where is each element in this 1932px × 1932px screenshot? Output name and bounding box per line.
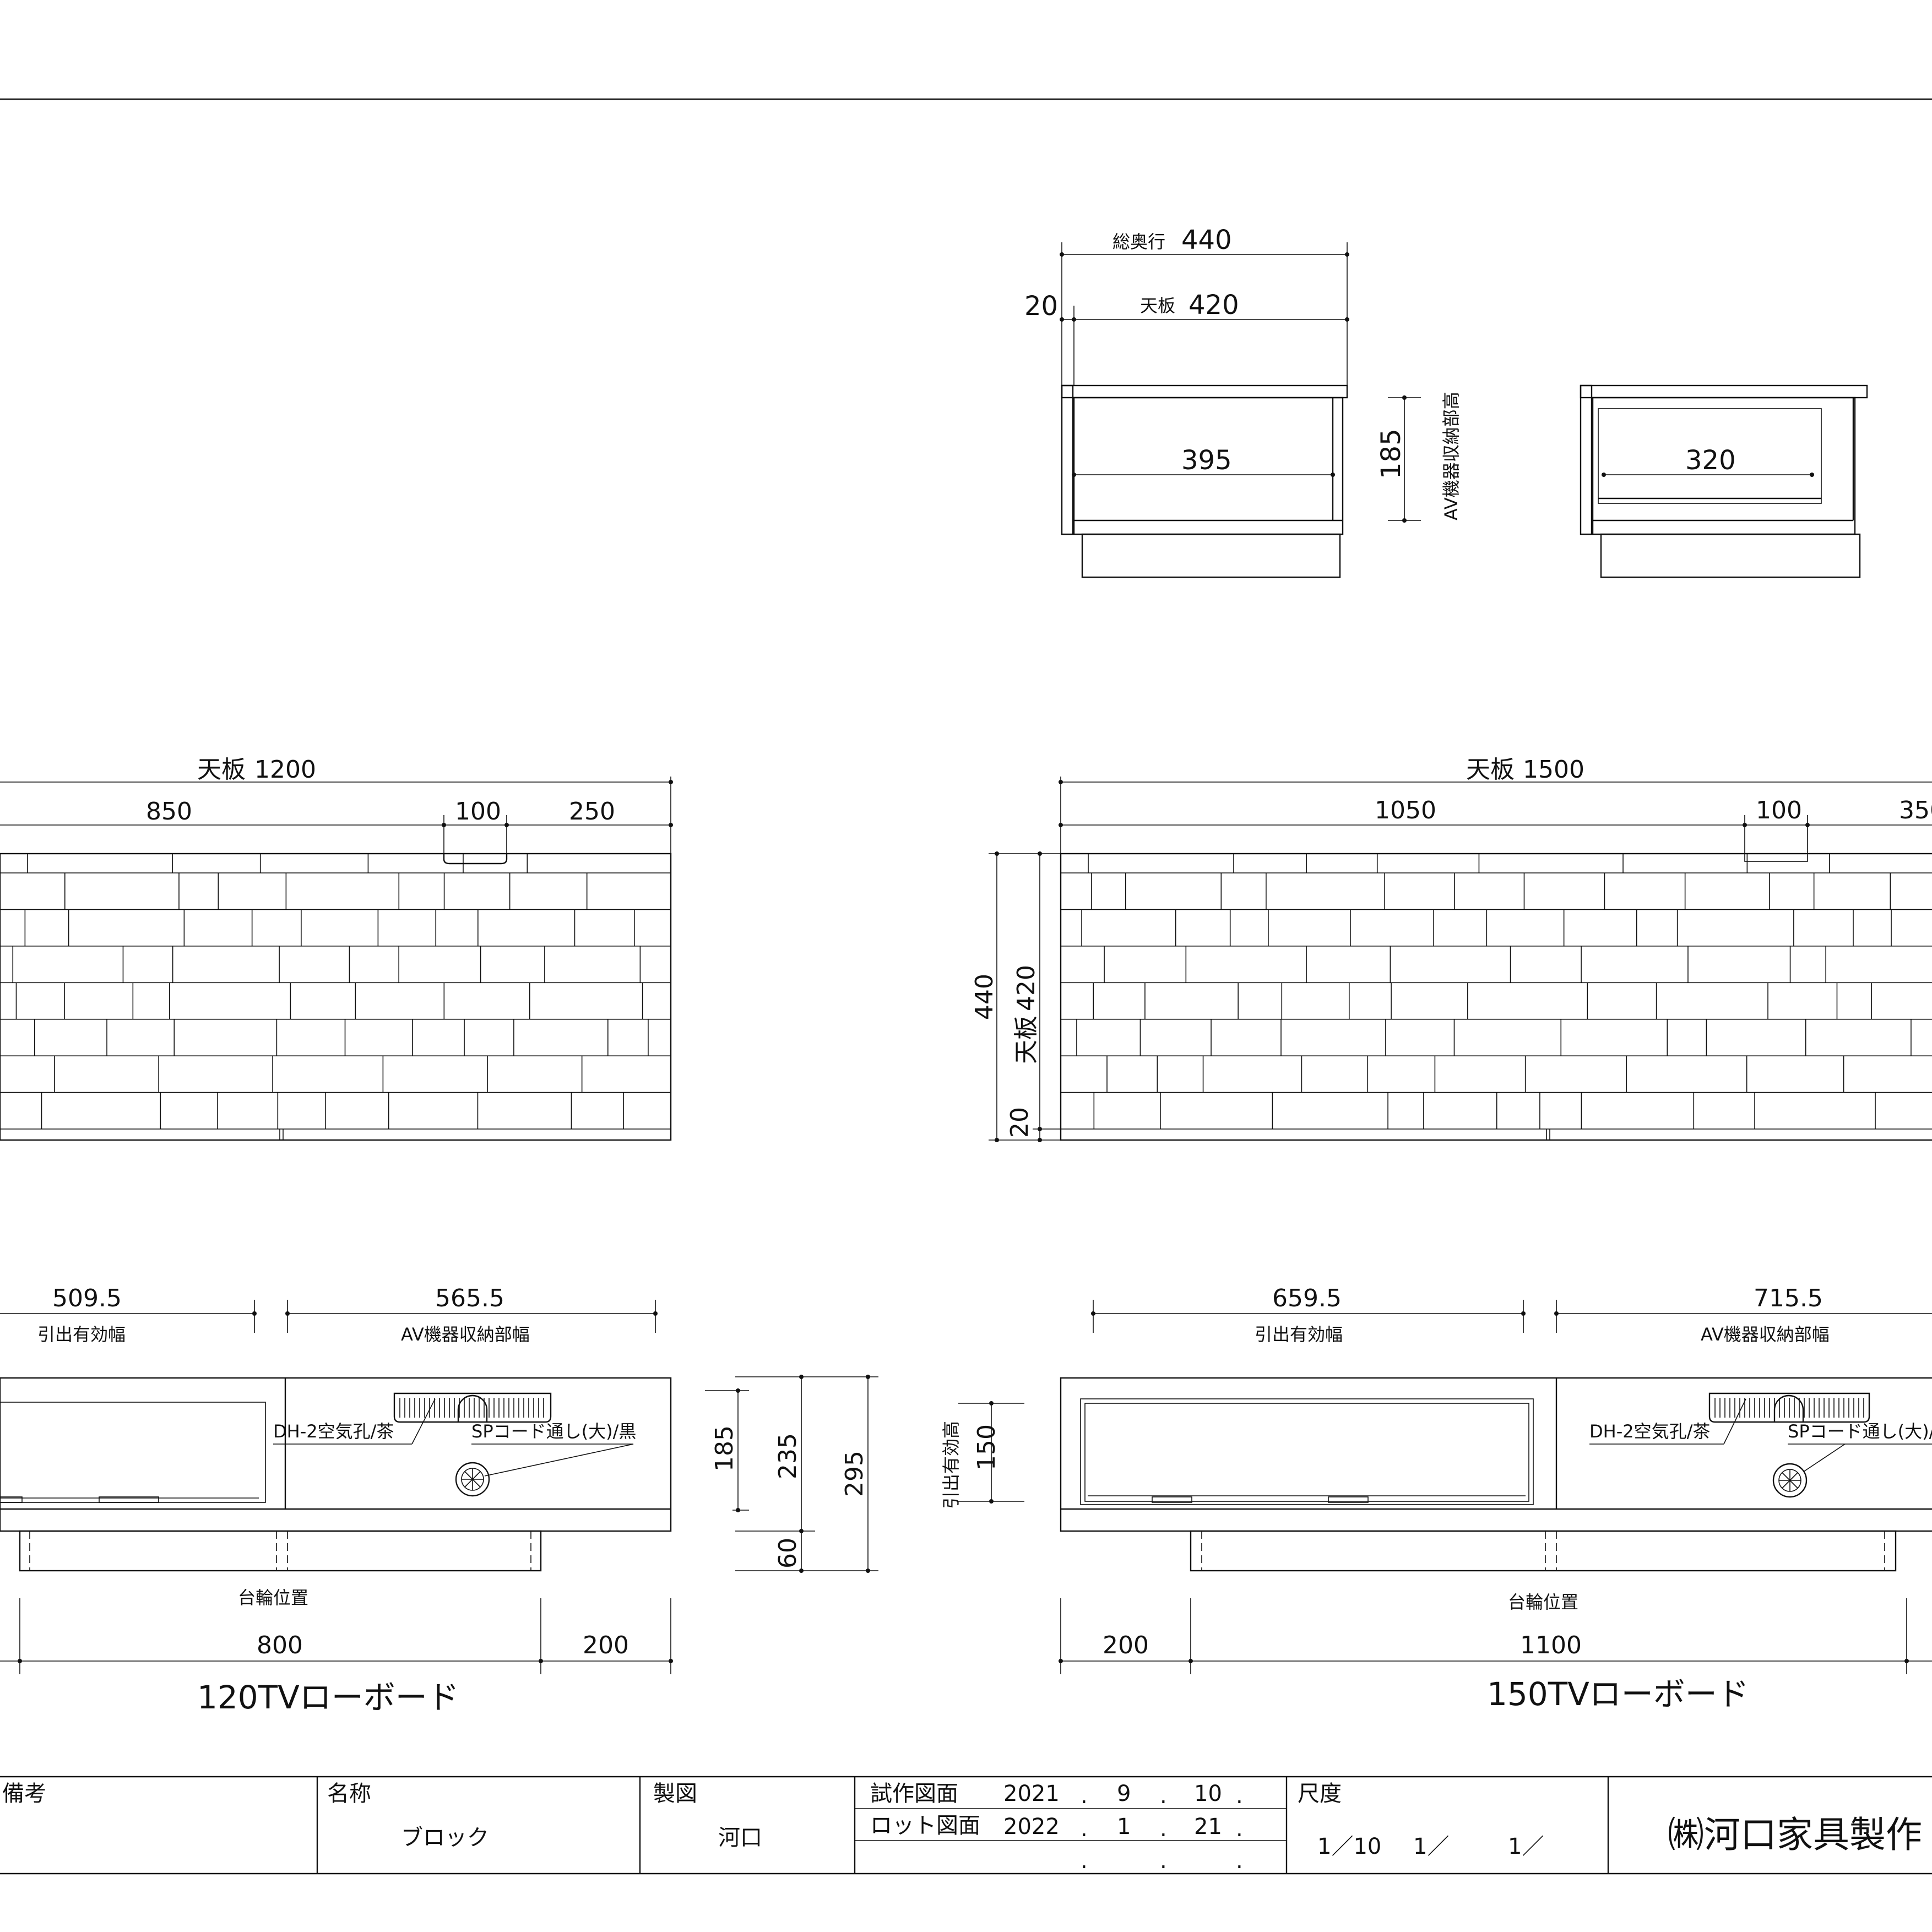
scale-a: 1／10 (1317, 1834, 1381, 1859)
trial-year: 2021 (1003, 1781, 1060, 1806)
storage-height-value: 185 (1376, 428, 1407, 479)
side-inner-width-150: 320 (1685, 445, 1736, 476)
front120-caster-label: 台輪位置 (238, 1587, 308, 1608)
side-view-120: 395 (1061, 384, 1348, 578)
front120-height-total: 295 (840, 1451, 869, 1497)
plan150-depth-total: 440 (970, 974, 998, 1020)
total-depth-value: 440 (1181, 225, 1232, 256)
front120-av-width: 565.5 (435, 1284, 504, 1312)
name-label: 名称 (327, 1781, 371, 1806)
svg-text:.: . (1160, 1816, 1167, 1842)
scale-label: 尺度 (1298, 1781, 1342, 1806)
plan120-seg-a: 850 (146, 797, 192, 826)
svg-text:.: . (1160, 1783, 1167, 1809)
front120-drawer-width: 509.5 (52, 1284, 122, 1312)
plan-view-150: 天板 1500 1050 100 350 440 天板 420 20 (970, 756, 1932, 1142)
front120-title: 120TVローボード (197, 1679, 459, 1716)
svg-text:.: . (1081, 1783, 1088, 1809)
front150-title: 150TVローボード (1487, 1675, 1749, 1713)
svg-text:.: . (1236, 1848, 1243, 1874)
front120-cord-hole (455, 1462, 490, 1497)
svg-text:.: . (1236, 1783, 1243, 1809)
trial-day: 10 (1194, 1781, 1222, 1806)
company-name: ㈱河口家具製作 (1668, 1814, 1922, 1856)
name-value: ブロック (401, 1825, 489, 1850)
front120-height-body: 235 (774, 1433, 802, 1479)
scale-b: 1／ (1413, 1834, 1449, 1859)
front120-cord-note: SPコード通し(大)/黒 (471, 1421, 636, 1442)
front120-vent-grille (399, 1398, 544, 1418)
front150-av-width: 715.5 (1754, 1284, 1823, 1312)
front150-cord-note: SPコード通し(大)/ (1788, 1421, 1932, 1442)
side-inner-width-120: 395 (1181, 445, 1232, 476)
plan120-top-value: 1200 (254, 756, 316, 784)
front150-vent-note: DH-2空気孔/茶 (1589, 1421, 1710, 1442)
front120-caster-span: 800 (257, 1631, 303, 1659)
trial-label: 試作図面 (870, 1781, 958, 1806)
plan150-seg-b: 100 (1756, 796, 1802, 824)
storage-height-label: AV機器収納部高 (1441, 392, 1462, 520)
plan150-depth-offset: 20 (1006, 1107, 1034, 1138)
front120-drawer-label: 引出有効幅 (37, 1324, 126, 1345)
plan120-top-label: 天板 (197, 756, 246, 784)
plan150-seg-a: 1050 (1375, 796, 1436, 824)
plan150-top-value: 1500 (1523, 756, 1584, 784)
front120-vent-note: DH-2空気孔/茶 (273, 1421, 394, 1442)
front120-caster-offset: 200 (583, 1631, 629, 1659)
front150-cord-hole (1772, 1463, 1808, 1498)
lot-month: 1 (1117, 1814, 1131, 1839)
plan120-block-pattern (0, 854, 671, 1129)
front-view-150: 659.5 引出有効幅 715.5 AV機器収納部幅 150 引出有効高 (941, 1284, 1932, 1713)
front-view-120: 509.5 引出有効幅 565.5 AV機器収納部幅 DH-2空気孔/茶 SPコ… (0, 1284, 878, 1716)
front120-height-base: 60 (774, 1538, 802, 1569)
front150-drawer-height: 150 (973, 1424, 1001, 1470)
side-view-150: 320 (1580, 384, 1868, 578)
lot-day: 21 (1194, 1814, 1222, 1839)
front150-caster-span: 1100 (1520, 1631, 1582, 1659)
front150-av-label: AV機器収納部幅 (1701, 1324, 1830, 1345)
svg-text:.: . (1236, 1816, 1243, 1842)
plan150-seg-c: 350 (1899, 796, 1932, 824)
drawn-value: 河口 (718, 1825, 762, 1850)
plan120-seg-b: 100 (455, 797, 501, 826)
trial-month: 9 (1117, 1781, 1131, 1806)
drawn-label: 製図 (653, 1781, 697, 1806)
front150-caster-label: 台輪位置 (1508, 1592, 1578, 1613)
front120-av-label: AV機器収納部幅 (401, 1324, 530, 1345)
title-block: 備考 名称 ブロック 製図 河口 試作図面 2021 . 9 . 10 . ロッ… (0, 1776, 1932, 1875)
plan150-block-pattern (1061, 854, 1932, 1129)
plan150-depth-top-value: 420 (1012, 965, 1040, 1011)
svg-text:.: . (1160, 1848, 1167, 1874)
front150-drawer-label: 引出有効幅 (1255, 1324, 1343, 1345)
total-depth-label: 総奥行 (1112, 231, 1165, 252)
top-board-value: 420 (1188, 290, 1239, 321)
side-views: 総奥行 440 天板 420 20 395 185 AV機器収納部高 (1024, 225, 1868, 578)
front150-drawer-width: 659.5 (1272, 1284, 1342, 1312)
remarks-label: 備考 (2, 1781, 46, 1806)
plan150-top-label: 天板 (1466, 756, 1515, 784)
lot-year: 2022 (1003, 1814, 1060, 1839)
svg-text:.: . (1081, 1816, 1088, 1842)
svg-text:.: . (1081, 1848, 1088, 1874)
front150-caster-offset: 200 (1103, 1631, 1149, 1659)
offset-value: 20 (1024, 291, 1058, 322)
plan120-seg-c: 250 (569, 797, 615, 826)
front120-height-inner: 185 (710, 1425, 739, 1472)
scale-c: 1／ (1508, 1834, 1544, 1859)
plan150-depth-top-label: 天板 (1012, 1016, 1040, 1064)
lot-label: ロット図面 (870, 1813, 980, 1838)
plan-view-120: 天板 1200 850 100 250 (0, 756, 673, 1141)
front150-vent-grille (1714, 1398, 1864, 1418)
front150-drawer-height-label: 引出有効高 (941, 1421, 962, 1509)
top-board-label: 天板 (1140, 295, 1175, 316)
